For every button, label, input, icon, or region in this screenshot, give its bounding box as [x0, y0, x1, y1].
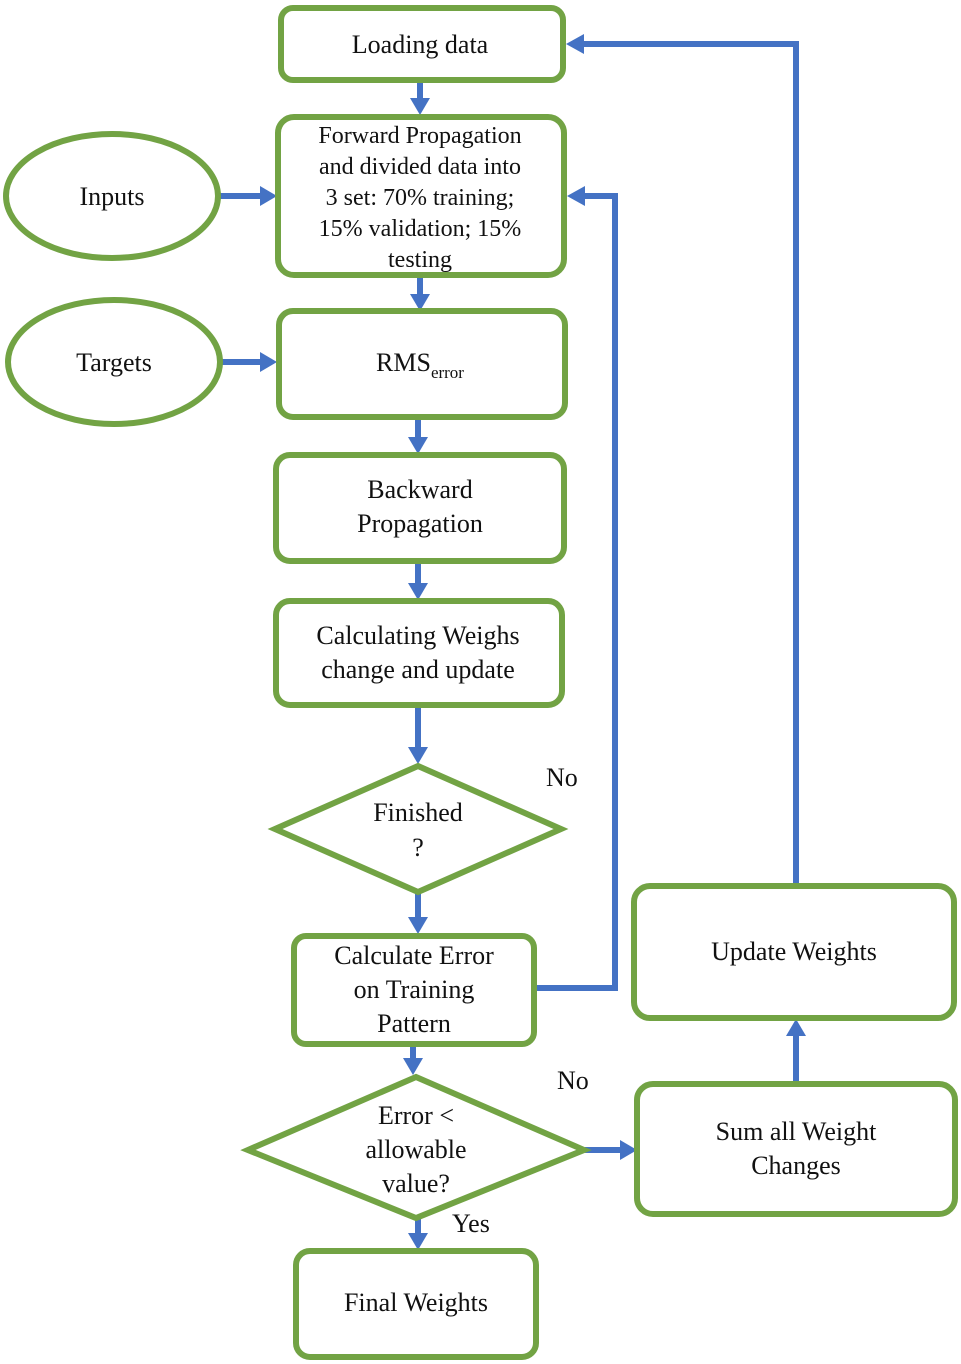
- edges: [220, 34, 806, 1250]
- node-forward-line-4: 15% validation; 15%: [319, 216, 522, 242]
- node-update-weights-label: Update Weights: [711, 937, 877, 966]
- node-sum-line-2: Changes: [751, 1151, 841, 1180]
- edge-calc-error-loop-to-forward: [535, 193, 618, 991]
- node-forward-line-2: and divided data into: [319, 154, 521, 180]
- node-inputs-label: Inputs: [80, 182, 145, 211]
- arrowhead-calc-error-to-check: [403, 1058, 423, 1075]
- arrowhead-loop-to-forward: [567, 186, 585, 206]
- node-calculate-error: Calculate Error on Training Pattern: [291, 933, 537, 1047]
- node-error-check-line-2: allowable: [365, 1135, 466, 1164]
- node-targets: Targets: [5, 297, 223, 427]
- rms-main-text: RMS: [376, 348, 431, 377]
- node-update-weights: Update Weights: [631, 883, 957, 1021]
- arrowhead-calculating-to-finished: [408, 747, 428, 764]
- arrowhead-backward-to-calculating: [408, 583, 428, 600]
- edge-update-loop-to-loading: [581, 41, 799, 885]
- node-loading-data-label: Loading data: [352, 30, 489, 59]
- node-rms-error-label: RMSerror: [376, 348, 464, 382]
- node-calculating-weights: Calculating Weighs change and update: [273, 598, 565, 708]
- node-forward-line-3: 3 set: 70% training;: [326, 185, 515, 211]
- arrowhead-update-to-loading: [566, 34, 584, 54]
- node-targets-label: Targets: [76, 348, 152, 377]
- node-final-weights: Final Weights: [293, 1248, 539, 1360]
- arrowhead-finished-to-calc-error: [408, 917, 428, 934]
- node-forward-line-1: Forward Propagation: [318, 123, 521, 149]
- node-forward-line-5: testing: [388, 247, 452, 273]
- node-sum-weight-changes: Sum all Weight Changes: [634, 1081, 958, 1217]
- arrowhead-targets-to-rms: [260, 352, 277, 372]
- node-calc-error-line-3: Pattern: [377, 1009, 451, 1038]
- arrowhead-forward-to-rms: [410, 294, 430, 311]
- node-calculating-line-1: Calculating Weighs: [316, 621, 519, 650]
- node-backward-propagation: Backward Propagation: [273, 452, 567, 564]
- node-loading-data: Loading data: [278, 5, 566, 83]
- rms-subscript-text: error: [431, 363, 464, 382]
- node-error-check-line-1: Error <: [378, 1101, 454, 1130]
- node-calculating-line-2: change and update: [321, 655, 514, 684]
- node-finished-line-1: Finished: [373, 798, 463, 827]
- node-backward-line-1: Backward: [367, 475, 472, 504]
- node-final-weights-label: Final Weights: [344, 1288, 488, 1317]
- node-backward-line-2: Propagation: [357, 509, 483, 538]
- error-yes-label: Yes: [452, 1209, 490, 1238]
- node-rms-error: RMSerror: [276, 308, 568, 420]
- node-error-check-decision: Error < allowable value?: [240, 1073, 592, 1222]
- arrowhead-loading-to-forward: [410, 98, 430, 115]
- error-no-label: No: [557, 1066, 589, 1095]
- arrowhead-sum-to-update: [786, 1019, 806, 1036]
- node-sum-line-1: Sum all Weight: [716, 1117, 877, 1146]
- node-forward-propagation: Forward Propagation and divided data int…: [275, 114, 567, 278]
- node-finished-decision: Finished ?: [267, 762, 569, 896]
- node-error-check-line-3: value?: [382, 1169, 450, 1198]
- arrowhead-inputs-to-forward: [260, 186, 277, 206]
- arrowhead-check-to-sum: [620, 1140, 637, 1160]
- arrowhead-check-to-final: [408, 1233, 428, 1250]
- node-calc-error-line-1: Calculate Error: [334, 941, 494, 970]
- arrowhead-rms-to-backward: [408, 437, 428, 454]
- node-finished-line-2: ?: [412, 833, 424, 862]
- node-calc-error-line-2: on Training: [354, 975, 475, 1004]
- node-inputs: Inputs: [3, 131, 221, 261]
- finished-no-label: No: [546, 763, 578, 792]
